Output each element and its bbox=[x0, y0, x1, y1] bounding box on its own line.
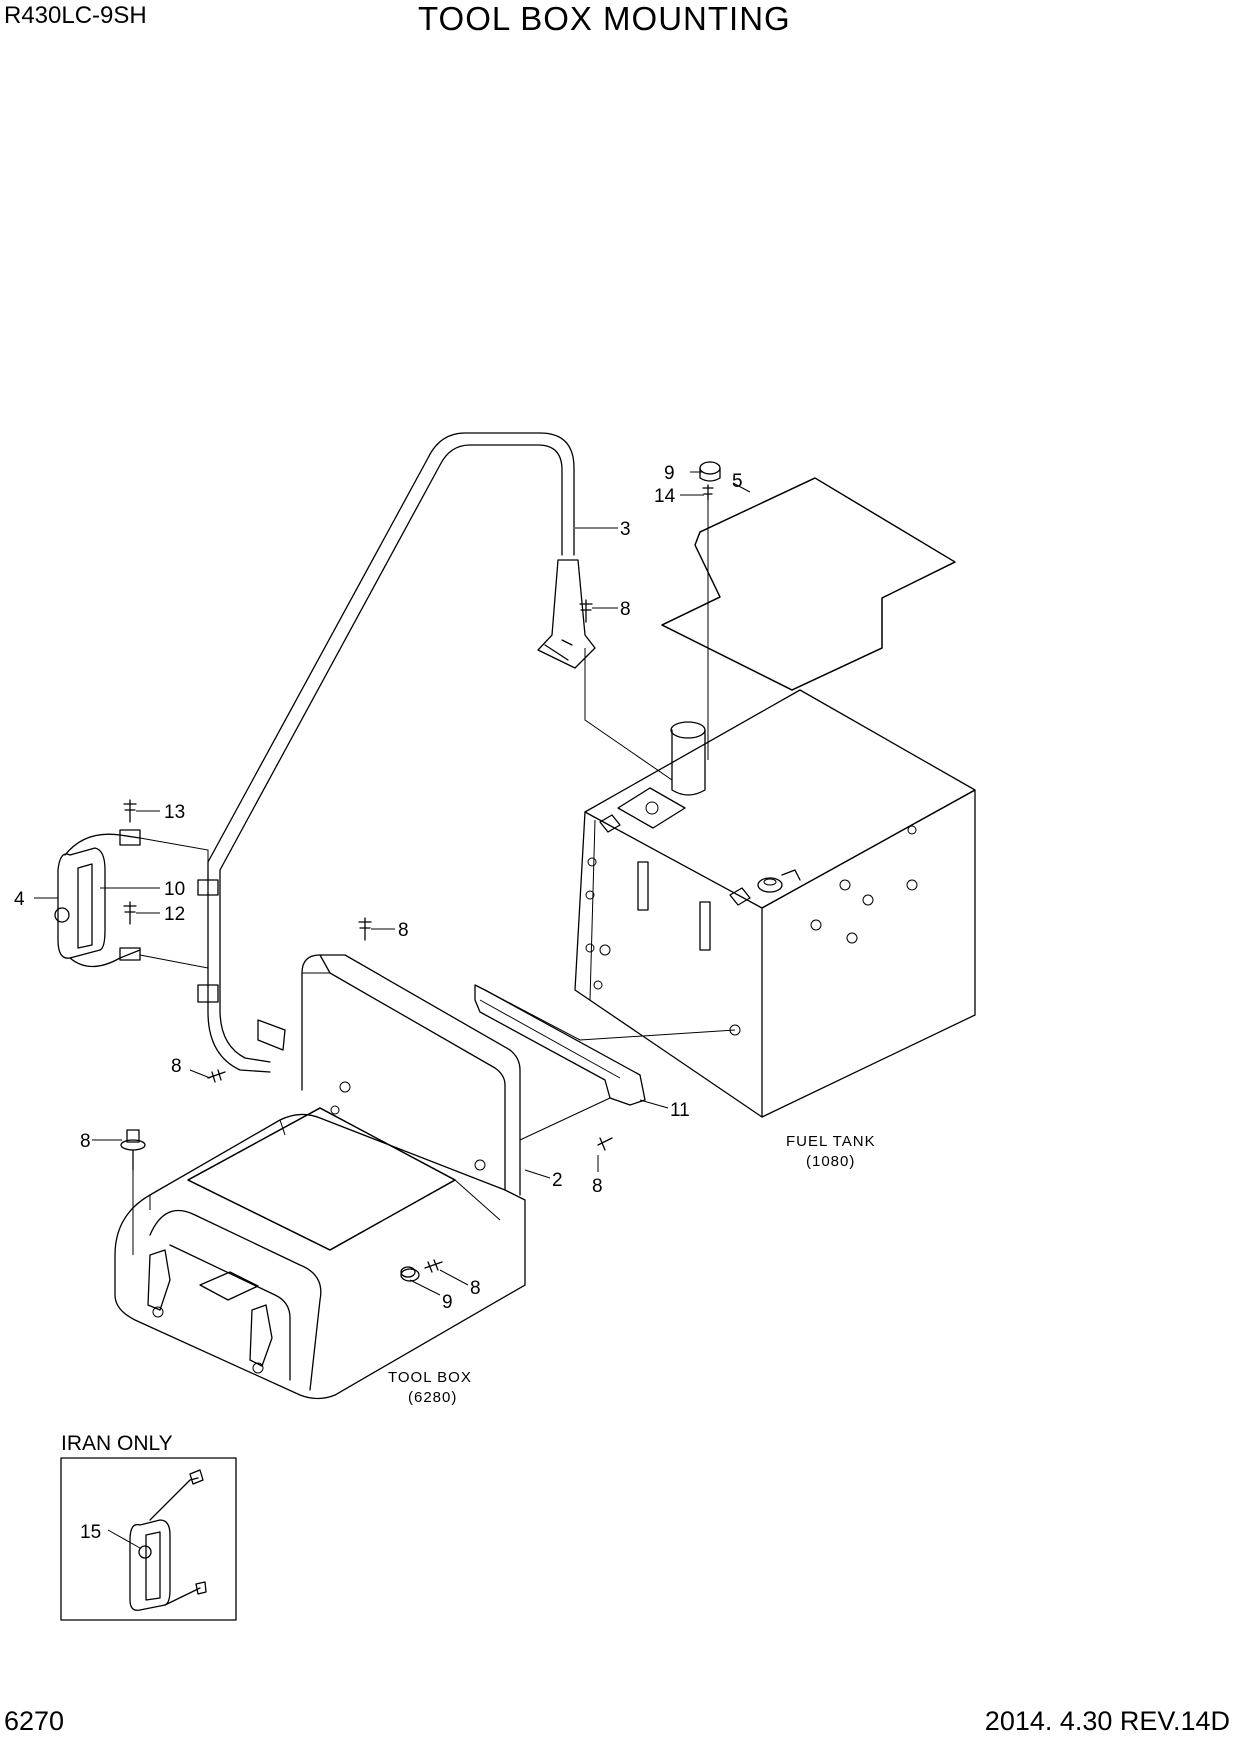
model-label: R430LC-9SH bbox=[4, 2, 147, 29]
stay-bracket bbox=[474, 984, 646, 1106]
callout-8-box-top: 8 bbox=[398, 920, 409, 941]
callout-8-side: 8 bbox=[470, 1278, 481, 1299]
inset-box: 15 bbox=[60, 1457, 237, 1621]
checker-plate bbox=[661, 477, 956, 691]
callout-11: 11 bbox=[670, 1100, 690, 1121]
callout-9-top: 9 bbox=[664, 463, 675, 484]
leader-lines bbox=[34, 471, 751, 1296]
hardware bbox=[120, 461, 721, 1278]
callout-10: 10 bbox=[164, 879, 185, 900]
tool-box: TOOL BOX (6280) bbox=[114, 954, 526, 1406]
callout-9-side: 9 bbox=[442, 1292, 453, 1313]
revision-date: 2014. 4.30 REV.14D bbox=[984, 1706, 1230, 1736]
callout-3: 3 bbox=[620, 519, 631, 540]
callout-5: 5 bbox=[732, 471, 743, 492]
callout-8-rail: 8 bbox=[620, 599, 631, 620]
callout-8-stay: 8 bbox=[592, 1176, 603, 1197]
callout-4: 4 bbox=[14, 889, 25, 910]
fuel-tank: FUEL TANK (1080) bbox=[574, 689, 976, 1170]
callout-2: 2 bbox=[552, 1170, 563, 1191]
tool-box-ref: (6280) bbox=[408, 1389, 457, 1406]
page-number: 6270 bbox=[4, 1706, 65, 1736]
callout-15: 15 bbox=[80, 1522, 101, 1543]
side-mirror bbox=[54, 829, 141, 968]
callout-numbers: 9 14 5 3 8 13 4 10 12 8 8 8 11 2 8 8 9 bbox=[14, 463, 743, 1313]
callout-13: 13 bbox=[164, 802, 185, 823]
inset-label: IRAN ONLY bbox=[61, 1432, 173, 1455]
handrail bbox=[197, 432, 596, 1073]
callout-8-left: 8 bbox=[171, 1056, 182, 1077]
fuel-tank-name: FUEL TANK bbox=[786, 1133, 876, 1150]
page-title: TOOL BOX MOUNTING bbox=[418, 0, 791, 37]
callout-8-washer: 8 bbox=[80, 1131, 91, 1152]
callout-14: 14 bbox=[654, 486, 676, 507]
fuel-tank-ref: (1080) bbox=[806, 1153, 855, 1170]
tool-box-name: TOOL BOX bbox=[388, 1369, 472, 1386]
callout-12: 12 bbox=[164, 904, 185, 925]
